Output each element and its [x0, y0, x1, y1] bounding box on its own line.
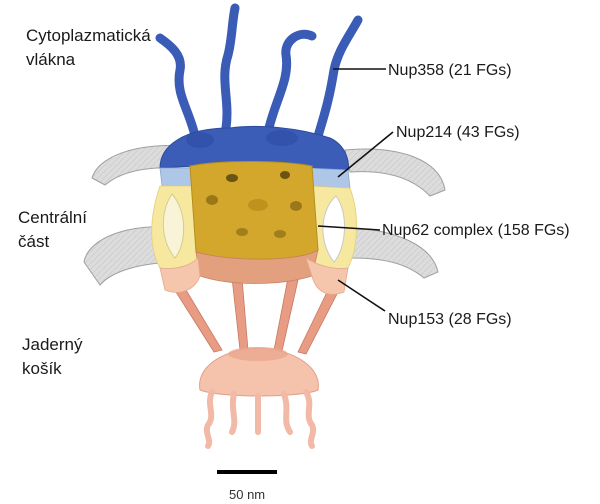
region-label-line: košík [22, 359, 62, 378]
basket-strut [297, 289, 339, 355]
leader-nup62 [317, 225, 381, 231]
basket-strut [273, 277, 299, 352]
basket-fibril [203, 389, 215, 449]
basket-fibril [303, 389, 317, 449]
region-label-line: Centrální [18, 208, 87, 227]
filament [313, 15, 363, 141]
region-label-cytoplasmic: Cytoplazmatická vlákna [26, 24, 151, 72]
nuclear-basket [175, 277, 339, 449]
nup-label-nup153: Nup153 (28 FGs) [388, 311, 512, 328]
nuclear-envelope-lower [83, 226, 439, 286]
region-label-line: část [18, 232, 50, 251]
pore-opening-left [162, 193, 185, 259]
nup153-block-right [305, 257, 349, 295]
region-label-line: Jaderný [22, 335, 83, 354]
cytoplasmic-filaments [155, 3, 363, 160]
basket-fibril [229, 391, 238, 435]
basket-strut [175, 289, 223, 353]
region-label-line: Cytoplazmatická [26, 26, 151, 45]
leader-nup153 [337, 279, 386, 312]
pore-opening-right [322, 195, 346, 263]
nup-label-nup62: Nup62 complex (158 FGs) [382, 222, 570, 239]
scale-bar-label: 50 nm [229, 487, 266, 502]
basket-ring [199, 347, 319, 397]
nup-label-nup358: Nup358 (21 FGs) [388, 62, 512, 79]
filament [155, 33, 201, 145]
basket-strut [231, 277, 249, 351]
filament [220, 3, 240, 133]
leader-lines [317, 68, 394, 312]
region-label-basket: Jaderný košík [22, 333, 82, 381]
nup153-block-left [159, 257, 201, 293]
region-label-line: vlákna [26, 50, 76, 69]
basket-fibril [281, 391, 293, 435]
leader-nup214 [337, 131, 394, 178]
nup-label-nup214: Nup214 (43 FGs) [396, 124, 520, 141]
filament [263, 29, 317, 137]
region-label-central: Centrální část [18, 206, 87, 254]
